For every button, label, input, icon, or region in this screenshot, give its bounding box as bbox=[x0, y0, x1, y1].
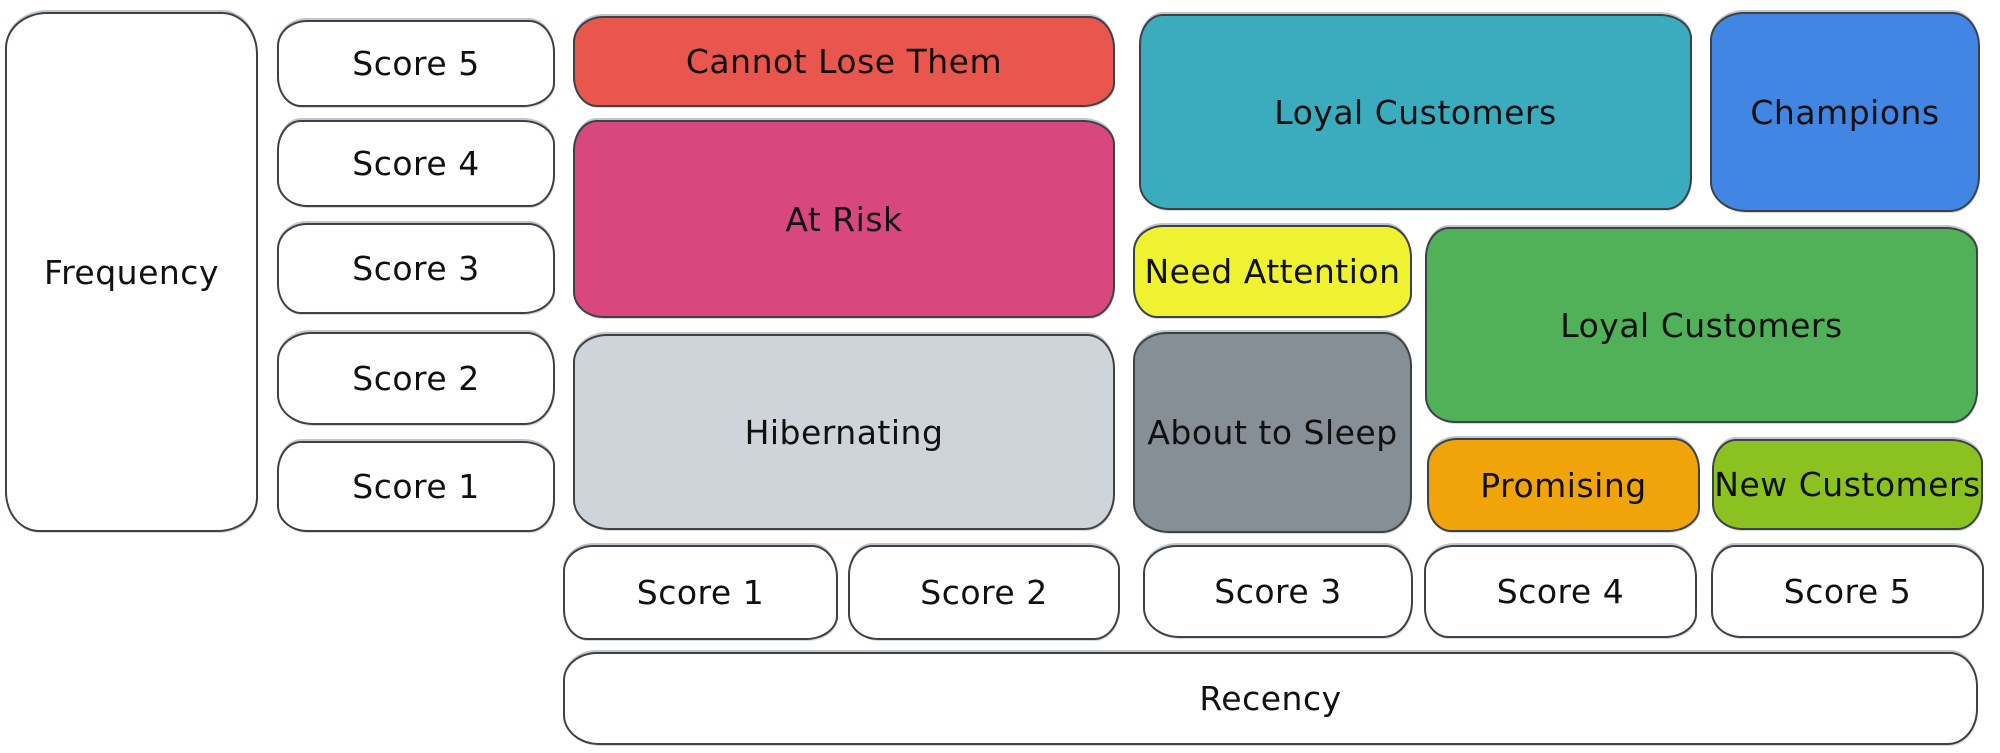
frequency-axis-box: Frequency bbox=[5, 12, 258, 532]
segment-promising: Promising bbox=[1427, 438, 1700, 532]
frequency-score-4: Score 4 bbox=[277, 120, 555, 207]
segment-hibernating: Hibernating bbox=[573, 334, 1115, 530]
segment-label: Need Attention bbox=[1144, 252, 1401, 291]
segment-label: About to Sleep bbox=[1147, 413, 1398, 452]
score-label: Score 1 bbox=[636, 573, 765, 612]
segment-champions: Champions bbox=[1710, 12, 1980, 212]
segment-label: At Risk bbox=[785, 199, 903, 239]
segment-cannot-lose-them: Cannot Lose Them bbox=[573, 16, 1115, 107]
recency-score-2: Score 2 bbox=[848, 545, 1120, 640]
recency-axis-label: Recency bbox=[1199, 679, 1342, 718]
score-label: Score 4 bbox=[352, 144, 480, 183]
score-label: Score 2 bbox=[352, 359, 480, 398]
segment-label: Loyal Customers bbox=[1274, 92, 1557, 132]
score-label: Score 3 bbox=[1214, 572, 1342, 611]
segment-label: New Customers bbox=[1714, 465, 1981, 504]
recency-score-1: Score 1 bbox=[563, 545, 838, 640]
segment-label: Promising bbox=[1480, 465, 1647, 505]
segment-loyal-customers-top: Loyal Customers bbox=[1139, 14, 1692, 210]
recency-axis-box: Recency bbox=[563, 652, 1978, 745]
segment-loyal-customers-right: Loyal Customers bbox=[1425, 227, 1978, 423]
score-label: Score 1 bbox=[352, 467, 480, 506]
frequency-axis-label: Frequency bbox=[44, 252, 219, 292]
score-label: Score 5 bbox=[352, 44, 480, 83]
frequency-score-1: Score 1 bbox=[277, 441, 555, 532]
score-label: Score 3 bbox=[352, 249, 480, 288]
recency-score-3: Score 3 bbox=[1143, 545, 1413, 638]
segment-label: Champions bbox=[1750, 92, 1940, 132]
segment-new-customers: New Customers bbox=[1712, 439, 1983, 530]
score-label: Score 2 bbox=[920, 573, 1048, 612]
frequency-score-2: Score 2 bbox=[277, 332, 555, 425]
score-label: Score 5 bbox=[1783, 572, 1912, 611]
segment-label: Hibernating bbox=[744, 412, 944, 452]
segment-label: Cannot Lose Them bbox=[685, 42, 1003, 81]
frequency-score-3: Score 3 bbox=[277, 223, 555, 314]
score-label: Score 4 bbox=[1496, 572, 1625, 611]
recency-score-5: Score 5 bbox=[1711, 545, 1984, 638]
recency-score-4: Score 4 bbox=[1424, 545, 1697, 638]
frequency-score-5: Score 5 bbox=[277, 20, 555, 107]
segment-label: Loyal Customers bbox=[1560, 305, 1843, 345]
segment-about-to-sleep: About to Sleep bbox=[1133, 332, 1412, 533]
segment-need-attention: Need Attention bbox=[1133, 225, 1412, 318]
segment-at-risk: At Risk bbox=[573, 120, 1115, 318]
